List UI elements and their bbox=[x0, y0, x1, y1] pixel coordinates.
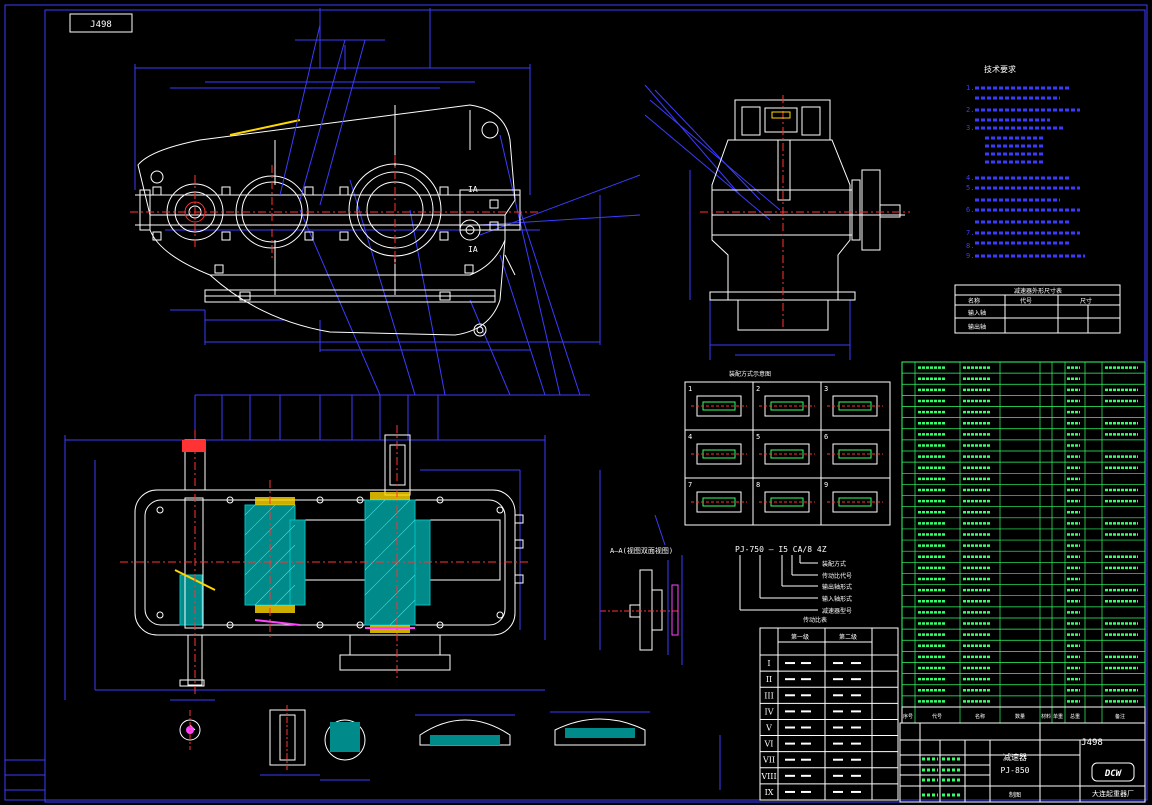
tech-req-item-5: 5. bbox=[966, 184, 974, 192]
side-elevation-view bbox=[644, 84, 910, 360]
sheet-label: 制图 bbox=[1009, 791, 1021, 799]
gear-row-label: IX bbox=[765, 788, 774, 797]
bom-header-cell: 代号 bbox=[932, 713, 942, 720]
bom-header-cell: 数量 bbox=[1015, 713, 1025, 720]
small-table-title: 减速器外形尺寸表 bbox=[1014, 287, 1062, 295]
gear-row-label: V bbox=[765, 724, 772, 733]
detail-views bbox=[170, 699, 721, 790]
gear-row-label: VIII bbox=[760, 772, 776, 781]
mount-cell-number: 2 bbox=[756, 385, 760, 393]
product-name: 减速器 bbox=[1003, 752, 1027, 762]
bom-header-cell: 材料 bbox=[1041, 713, 1051, 720]
sheet-outer-border bbox=[4, 4, 1148, 801]
company-logo: DCW bbox=[1091, 762, 1135, 782]
gear-row-label: I bbox=[767, 659, 770, 668]
gear-row-label: VI bbox=[764, 740, 774, 749]
mount-cell-number: 6 bbox=[824, 433, 828, 441]
drawing-number: J498 bbox=[1081, 738, 1103, 748]
logo-text: DCW bbox=[1104, 769, 1123, 779]
tech-req-item-1: 1. bbox=[966, 84, 974, 92]
part-balloons bbox=[279, 24, 366, 206]
mount-cell-number: 7 bbox=[688, 481, 692, 489]
callout-1: 装配方式 bbox=[822, 560, 846, 568]
small-table-r1: 输入轴 bbox=[968, 309, 986, 317]
mount-cell-number: 4 bbox=[688, 433, 692, 441]
section-mark-text-2: IA bbox=[468, 245, 478, 254]
bom-header-cell: 名称 bbox=[975, 713, 985, 720]
tech-req-item-2: 2. bbox=[966, 106, 974, 114]
section-aa-view: A—A(视图双面视图) bbox=[599, 514, 683, 665]
tech-req-item-3: 3. bbox=[966, 124, 974, 132]
gear-col-first: 第一级 bbox=[791, 633, 809, 641]
small-table-h3: 尺寸 bbox=[1080, 297, 1092, 305]
sheet-inner-border bbox=[44, 9, 1146, 803]
mount-cell-number: 8 bbox=[756, 481, 760, 489]
tech-req-item-9: 9. bbox=[966, 252, 974, 260]
technical-requirements: 技术要求 1. 2. 3. 4. 5. 6. 7. 8. 9. bbox=[966, 64, 1085, 260]
tech-req-item-4: 4. bbox=[966, 174, 974, 182]
gear-row-label: IV bbox=[765, 707, 774, 716]
tech-req-item-6: 6. bbox=[966, 206, 974, 214]
tech-req-item-7: 7. bbox=[966, 229, 974, 237]
bom-header-cell: 序号 bbox=[903, 713, 913, 720]
front-elevation-view: IA IA bbox=[130, 8, 641, 396]
plan-section-view bbox=[64, 395, 601, 700]
title-block: 减速器 PJ-850 制图 J498 DCW 大连起重器厂 bbox=[899, 722, 1146, 803]
callout-2: 传动比代号 bbox=[822, 572, 852, 580]
callout-5: 减速器型号 bbox=[822, 607, 852, 615]
section-mark-text: IA bbox=[468, 185, 478, 194]
small-table-h1: 名称 bbox=[968, 297, 980, 305]
mount-cell-number: 5 bbox=[756, 433, 760, 441]
tech-req-title: 技术要求 bbox=[984, 64, 1016, 74]
dimension-summary-table: 减速器外形尺寸表 名称 代号 尺寸 输入轴 输出轴 bbox=[954, 284, 1121, 334]
company-name: 大连起重器厂 bbox=[1092, 789, 1134, 798]
bill-of-materials: 序号 代号 名称 数量 材料单重总重 备注 bbox=[901, 361, 1146, 724]
product-model: PJ-850 bbox=[1001, 766, 1030, 775]
gear-table-title: 传动比表 bbox=[803, 616, 827, 624]
tech-req-item-8: 8. bbox=[966, 242, 974, 250]
mount-cell-number: 1 bbox=[688, 385, 692, 393]
gear-row-label: III bbox=[764, 691, 773, 700]
drawing-number-tag-text: J498 bbox=[90, 20, 112, 30]
mounting-arrangement-table: 装配方式示意图 1 2 3 4 5 6 7 8 9 bbox=[684, 370, 891, 526]
drawing-number-tag: J498 bbox=[69, 13, 133, 33]
callout-4: 输入轴形式 bbox=[822, 595, 852, 603]
section-aa-label: A—A(视图双面视图) bbox=[610, 546, 673, 555]
bom-header-cell: 备注 bbox=[1115, 713, 1125, 720]
model-code-callout: PJ-750 — I5 CA/8 4Z 装配方式 传动比代号 输出轴形式 输入轴… bbox=[735, 545, 852, 615]
mount-cell-number: 3 bbox=[824, 385, 828, 393]
callout-3: 输出轴形式 bbox=[822, 583, 852, 591]
mount-table-title: 装配方式示意图 bbox=[729, 370, 771, 378]
model-code-line: PJ-750 — I5 CA/8 4Z bbox=[735, 545, 827, 554]
gear-row-label: II bbox=[766, 675, 772, 684]
small-table-h2: 代号 bbox=[1020, 297, 1032, 305]
bom-header-cell: 单重 bbox=[1053, 713, 1063, 720]
mount-cell-number: 9 bbox=[824, 481, 828, 489]
bom-header-cell: 总重 bbox=[1070, 713, 1080, 720]
small-table-r2: 输出轴 bbox=[968, 323, 986, 331]
gear-row-label: VII bbox=[762, 756, 775, 765]
gear-col-second: 第二级 bbox=[839, 633, 857, 641]
